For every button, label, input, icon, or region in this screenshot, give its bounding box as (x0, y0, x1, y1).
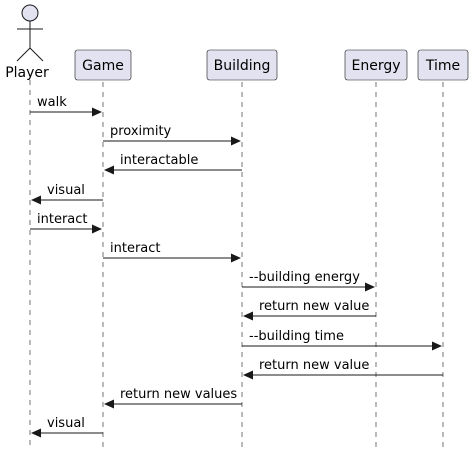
message-label: interactable (120, 153, 198, 168)
participant-building: Building (206, 49, 278, 81)
message-3: interactable (104, 153, 242, 175)
message-label: visual (47, 416, 85, 431)
message-10: return new value (243, 358, 443, 380)
participant-box-energy (344, 49, 408, 81)
message-label: walk (37, 95, 67, 110)
message-label: return new value (259, 299, 369, 314)
message-12: visual (31, 416, 103, 438)
message-label: --building energy (249, 270, 360, 285)
participant-label-game: Game (82, 58, 124, 74)
message-1: walk (30, 95, 102, 117)
arrowhead-icon (92, 224, 102, 234)
arrowhead-icon (365, 282, 375, 292)
message-label: --building time (249, 329, 344, 344)
message-label: interact (37, 212, 88, 227)
arrowhead-icon (104, 165, 114, 175)
arrowhead-icon (104, 399, 114, 409)
message-7: --building energy (242, 270, 375, 292)
message-5: interact (30, 212, 102, 234)
messages: walk proximity interactable visual interact i… (30, 95, 443, 438)
lifelines (29, 80, 444, 447)
participant-player: Player (5, 4, 49, 81)
actor-icon (16, 4, 44, 62)
message-6: interact (103, 241, 241, 263)
participant-box-game (74, 49, 132, 81)
message-11: return new values (104, 387, 242, 409)
participant-label-time: Time (425, 58, 460, 74)
participant-box-building (206, 49, 278, 81)
participants: Player Game Building Energy Time (5, 4, 469, 81)
arrowhead-icon (92, 107, 102, 117)
participant-game: Game (74, 49, 132, 81)
participant-label-player: Player (5, 65, 49, 81)
arrowhead-icon (432, 341, 442, 351)
arrowhead-icon (243, 370, 253, 380)
participant-box-time (417, 49, 469, 81)
message-label: interact (110, 241, 161, 256)
arrowhead-icon (231, 136, 241, 146)
message-label: visual (47, 183, 85, 198)
message-9: --building time (242, 329, 442, 351)
arrowhead-icon (31, 195, 41, 205)
message-label: return new values (120, 387, 237, 402)
message-2: proximity (103, 124, 241, 146)
message-label: return new value (259, 358, 369, 373)
message-8: return new value (243, 299, 376, 321)
arrowhead-icon (231, 253, 241, 263)
participant-energy: Energy (344, 49, 408, 81)
message-label: proximity (110, 124, 172, 139)
participant-label-building: Building (214, 58, 271, 74)
participant-time: Time (417, 49, 469, 81)
arrowhead-icon (243, 311, 253, 321)
arrowhead-icon (31, 428, 41, 438)
message-4: visual (31, 183, 103, 205)
participant-label-energy: Energy (351, 58, 400, 74)
